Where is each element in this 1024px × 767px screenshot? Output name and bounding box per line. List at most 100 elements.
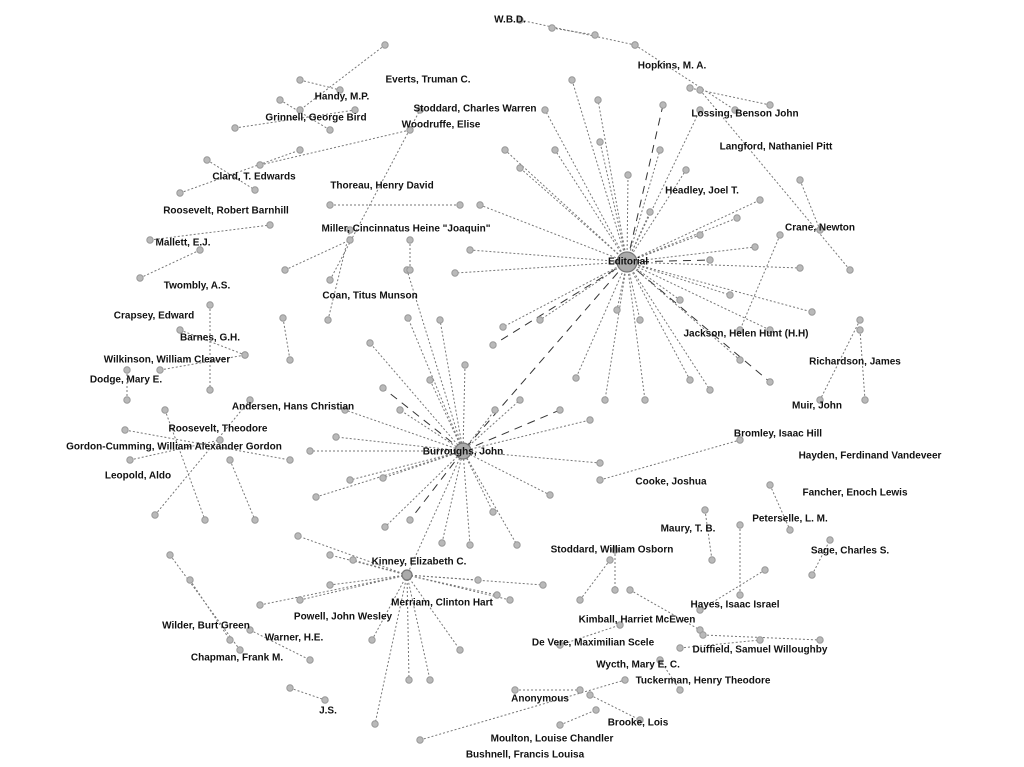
graph-node[interactable] (281, 266, 289, 274)
graph-node[interactable] (381, 41, 389, 49)
graph-node[interactable] (766, 378, 774, 386)
graph-node[interactable] (206, 386, 214, 394)
graph-node[interactable] (539, 581, 547, 589)
graph-node[interactable] (493, 591, 501, 599)
graph-node[interactable] (613, 306, 621, 314)
graph-node[interactable] (636, 716, 644, 724)
graph-node[interactable] (846, 266, 854, 274)
graph-node[interactable] (296, 76, 304, 84)
graph-node[interactable] (696, 231, 704, 239)
graph-node[interactable] (381, 523, 389, 531)
graph-node[interactable] (396, 406, 404, 414)
graph-node[interactable] (736, 591, 744, 599)
graph-node[interactable] (501, 146, 509, 154)
graph-node[interactable] (576, 596, 584, 604)
graph-node[interactable] (516, 164, 524, 172)
graph-node[interactable] (246, 626, 254, 634)
graph-node[interactable] (368, 636, 376, 644)
graph-node[interactable] (708, 556, 716, 564)
graph-node[interactable] (306, 447, 314, 455)
graph-node[interactable] (676, 644, 684, 652)
graph-node[interactable] (536, 316, 544, 324)
graph-node[interactable] (326, 201, 334, 209)
graph-node[interactable] (406, 266, 414, 274)
graph-node[interactable] (568, 76, 576, 84)
graph-node[interactable] (379, 384, 387, 392)
graph-node[interactable] (808, 571, 816, 579)
graph-node[interactable] (246, 396, 254, 404)
graph-node[interactable] (456, 201, 464, 209)
graph-node[interactable] (136, 274, 144, 282)
graph-node[interactable] (631, 41, 639, 49)
graph-node[interactable] (592, 706, 600, 714)
graph-node[interactable] (731, 106, 739, 114)
graph-node[interactable] (591, 31, 599, 39)
graph-node[interactable] (808, 308, 816, 316)
graph-node[interactable] (659, 101, 667, 109)
graph-node[interactable] (156, 366, 164, 374)
graph-node[interactable] (586, 691, 594, 699)
graph-node[interactable] (736, 356, 744, 364)
graph-node[interactable] (766, 326, 774, 334)
graph-node[interactable] (256, 161, 264, 169)
graph-node[interactable] (576, 686, 584, 694)
graph-node[interactable] (751, 243, 759, 251)
graph-node[interactable] (326, 551, 334, 559)
graph-node[interactable] (296, 596, 304, 604)
graph-node[interactable] (476, 201, 484, 209)
graph-node[interactable] (312, 493, 320, 501)
graph-node[interactable] (626, 586, 634, 594)
graph-node[interactable] (251, 186, 259, 194)
graph-node[interactable] (826, 536, 834, 544)
graph-node[interactable] (346, 226, 354, 234)
graph-node[interactable] (696, 606, 704, 614)
graph-node[interactable] (796, 264, 804, 272)
graph-node[interactable] (296, 106, 304, 114)
graph-node[interactable] (326, 276, 334, 284)
graph-node[interactable] (426, 376, 434, 384)
graph-node[interactable] (279, 314, 287, 322)
graph-node[interactable] (166, 551, 174, 559)
graph-node[interactable] (216, 436, 224, 444)
graph-node[interactable] (294, 532, 302, 540)
graph-node[interactable] (176, 189, 184, 197)
graph-node[interactable] (201, 516, 209, 524)
graph-node[interactable] (499, 323, 507, 331)
graph-node[interactable] (706, 386, 714, 394)
graph-node[interactable] (856, 316, 864, 324)
graph-node[interactable] (416, 736, 424, 744)
graph-node[interactable] (556, 721, 564, 729)
graph-node[interactable] (151, 511, 159, 519)
graph-node[interactable] (286, 356, 294, 364)
graph-node[interactable] (699, 631, 707, 639)
graph-node[interactable] (616, 621, 624, 629)
graph-node[interactable] (706, 256, 714, 264)
graph-node[interactable] (371, 720, 379, 728)
graph-node[interactable] (594, 96, 602, 104)
graph-node[interactable] (241, 351, 249, 359)
graph-node[interactable] (123, 366, 131, 374)
graph-node[interactable] (326, 126, 334, 134)
graph-node[interactable] (516, 396, 524, 404)
graph-node[interactable] (286, 456, 294, 464)
graph-node[interactable] (676, 296, 684, 304)
graph-node[interactable] (123, 396, 131, 404)
graph-node[interactable] (761, 566, 769, 574)
graph-node[interactable] (161, 406, 169, 414)
graph-node[interactable] (456, 646, 464, 654)
graph-node[interactable] (572, 374, 580, 382)
graph-node[interactable] (624, 171, 632, 179)
graph-node[interactable] (736, 326, 744, 334)
graph-node[interactable] (756, 636, 764, 644)
graph-node[interactable] (686, 376, 694, 384)
graph-node[interactable] (646, 208, 654, 216)
graph-node[interactable] (436, 316, 444, 324)
graph-node[interactable] (426, 676, 434, 684)
graph-node[interactable] (736, 436, 744, 444)
graph-node[interactable] (506, 596, 514, 604)
graph-node[interactable] (611, 586, 619, 594)
graph-node[interactable] (406, 516, 414, 524)
graph-node[interactable] (332, 433, 340, 441)
graph-node[interactable] (696, 106, 704, 114)
graph-node[interactable] (682, 166, 690, 174)
